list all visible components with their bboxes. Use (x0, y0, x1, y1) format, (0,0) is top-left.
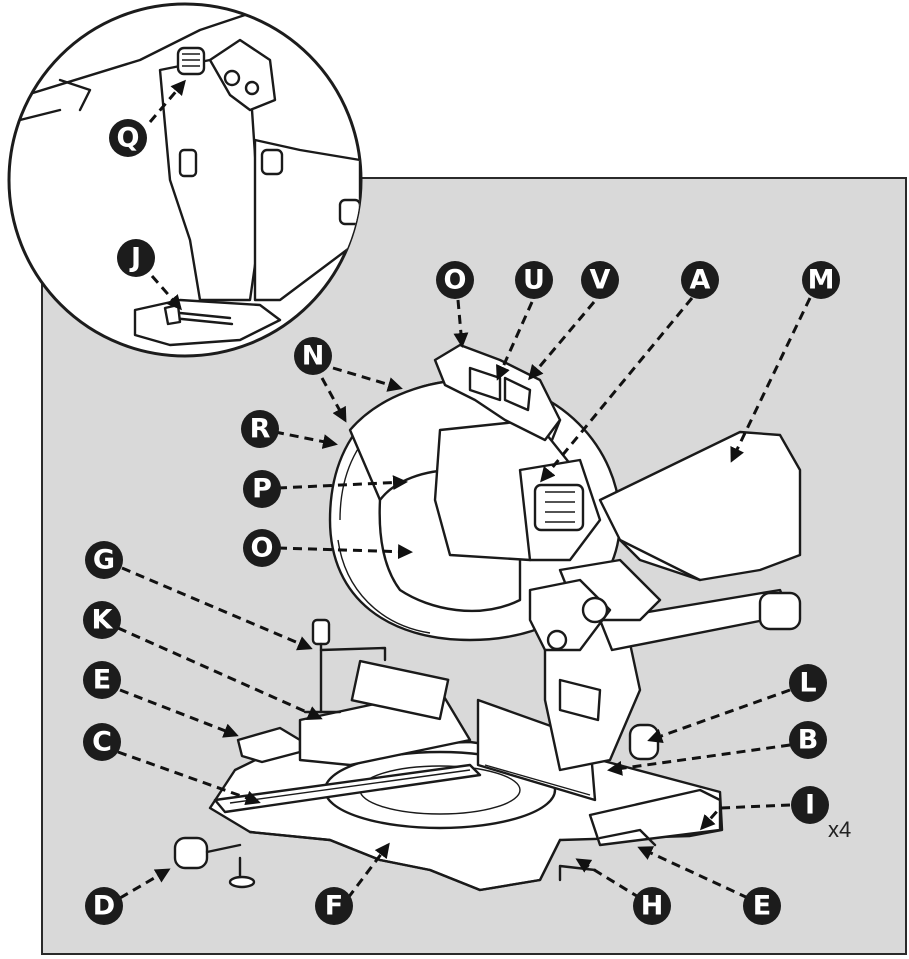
callout-J: J (117, 239, 155, 277)
callout-L: L (789, 664, 827, 702)
callout-V: V (581, 261, 619, 299)
svg-text:O: O (251, 533, 274, 564)
svg-text:E: E (93, 665, 111, 696)
callout-U: U (515, 261, 553, 299)
svg-text:D: D (93, 891, 115, 922)
svg-text:M: M (808, 265, 835, 296)
svg-text:P: P (252, 474, 272, 505)
callout-badges: Q J O U V A M N R P O G K E C D F H E L … (83, 119, 840, 925)
callout-R: Q (109, 119, 147, 157)
svg-text:K: K (92, 605, 114, 636)
callout-I: I (791, 786, 829, 824)
svg-text:G: G (93, 545, 115, 576)
callout-A: A (681, 261, 719, 299)
svg-text:F: F (325, 891, 343, 922)
svg-text:N: N (302, 341, 325, 372)
svg-text:L: L (799, 668, 816, 699)
svg-text:V: V (590, 265, 611, 296)
svg-text:R: R (250, 414, 271, 445)
detail-inset (7, 2, 363, 358)
callout-E-right: E (743, 887, 781, 925)
callout-P: O (436, 261, 474, 299)
callout-T: R (241, 410, 279, 448)
quantity-label: x4 (828, 817, 851, 842)
svg-text:U: U (523, 265, 545, 296)
callout-E-left: E (83, 661, 121, 699)
callout-O: O (243, 529, 281, 567)
callout-C: C (83, 723, 121, 761)
svg-text:J: J (129, 243, 141, 274)
callout-H: H (633, 887, 671, 925)
callout-M: M (802, 261, 840, 299)
svg-text:E: E (753, 891, 771, 922)
svg-text:B: B (798, 725, 819, 756)
callout-K: K (83, 601, 121, 639)
leader-lines (117, 79, 812, 900)
svg-text:O: O (444, 265, 467, 296)
saw-illustration (173, 343, 802, 892)
callout-F: F (315, 887, 353, 925)
svg-text:A: A (690, 265, 711, 296)
callout-G: G (85, 541, 123, 579)
svg-text:I: I (805, 790, 815, 821)
svg-text:Q: Q (117, 123, 140, 154)
callout-D: D (85, 887, 123, 925)
callout-B: B (789, 721, 827, 759)
callout-Q: P (243, 470, 281, 508)
callout-N: N (294, 337, 332, 375)
svg-text:C: C (92, 727, 112, 758)
svg-text:H: H (641, 891, 664, 922)
